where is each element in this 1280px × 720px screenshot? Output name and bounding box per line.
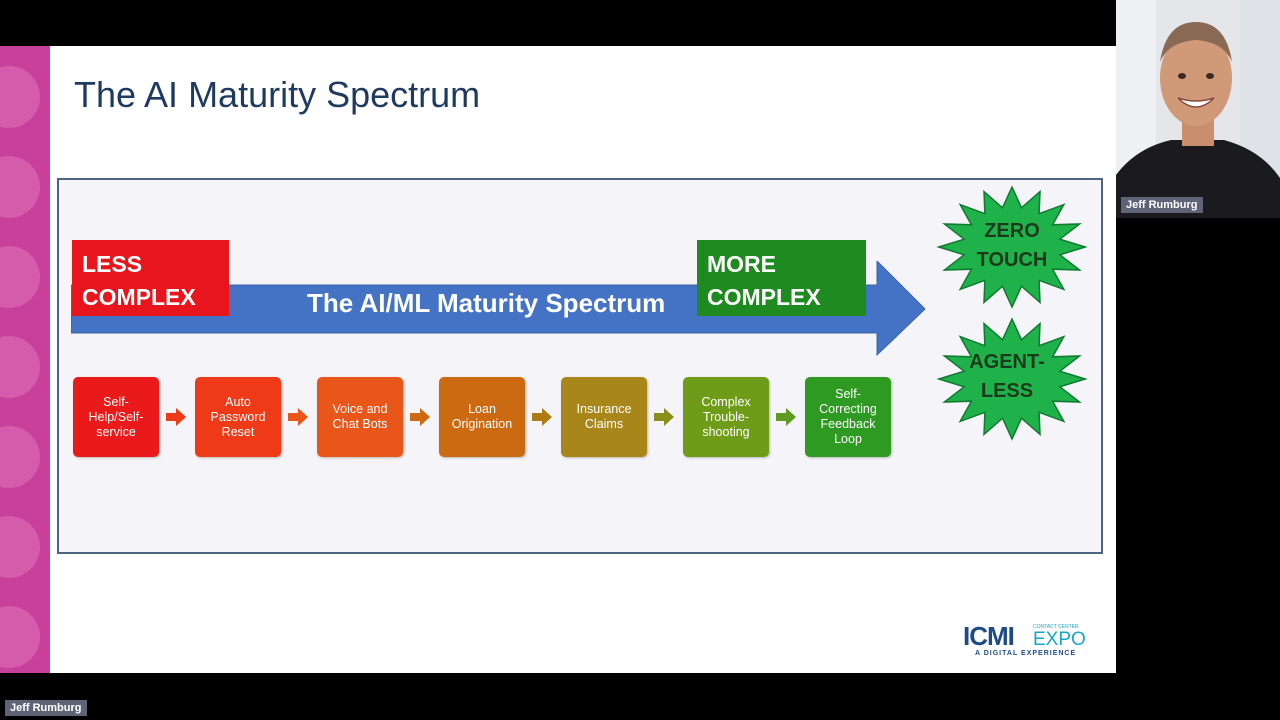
- less-complex-line1: LESS: [82, 251, 143, 277]
- zero-touch-line2: TOUCH: [976, 249, 1048, 271]
- chevron-arrow-icon: [410, 408, 430, 426]
- chevron-arrow-icon: [654, 408, 674, 426]
- slide-title: The AI Maturity Spectrum: [74, 74, 481, 115]
- stage-auto-password-reset: Auto Password Reset: [195, 377, 281, 457]
- logo-event-top: CONTACT CENTER: [1033, 624, 1079, 630]
- more-complex-line2: COMPLEX: [707, 284, 821, 310]
- pink-side-bar: [0, 46, 50, 673]
- less-complex-label: LESS COMPLEX: [72, 240, 229, 316]
- stage-insurance-claims: Insurance Claims: [561, 377, 647, 457]
- logo-brand: ICMI: [963, 621, 1015, 651]
- zero-touch-label: ZERO TOUCH: [962, 217, 1062, 275]
- chevron-arrow-icon: [532, 408, 552, 426]
- stage-loan-origination: Loan Origination: [439, 377, 525, 457]
- agent-less-line1: AGENT-: [969, 351, 1045, 373]
- webcam-name-tag: Jeff Rumburg: [1121, 197, 1203, 213]
- zero-touch-starburst-icon: [936, 185, 1088, 309]
- participant-avatar: [1116, 0, 1280, 218]
- logo-tagline: A DIGITAL EXPERIENCE: [975, 650, 1077, 657]
- agent-less-label: AGENT- LESS: [957, 348, 1057, 406]
- diagram-frame: [57, 178, 1103, 554]
- logo-event: EXPO: [1033, 629, 1086, 650]
- presenter-name-tag: Jeff Rumburg: [5, 700, 87, 716]
- more-complex-line1: MORE: [707, 251, 776, 277]
- chevron-arrow-icon: [776, 408, 796, 426]
- stage-self-help: Self-Help/Self-service: [73, 377, 159, 457]
- more-complex-label: MORE COMPLEX: [697, 240, 866, 316]
- agent-less-line2: LESS: [980, 380, 1034, 402]
- less-complex-line2: COMPLEX: [82, 284, 196, 310]
- zero-touch-line1: ZERO: [984, 220, 1040, 242]
- stage-self-correcting-loop: Self-Correcting Feedback Loop: [805, 377, 891, 457]
- agent-less-starburst-icon: [936, 317, 1088, 441]
- chevron-arrow-icon: [288, 408, 308, 426]
- icmi-expo-logo: ICMI CONTACT CENTER EXPO A DIGITAL EXPER…: [963, 621, 1093, 661]
- stage-complex-troubleshooting: Complex Trouble-shooting: [683, 377, 769, 457]
- presentation-slide: The AI Maturity Spectrum The AI/ML Matur…: [0, 46, 1116, 673]
- chevron-arrow-icon: [166, 408, 186, 426]
- maturity-arrow: [71, 261, 926, 357]
- participant-video[interactable]: [1116, 0, 1280, 218]
- stage-voice-chat-bots: Voice and Chat Bots: [317, 377, 403, 457]
- arrow-label: The AI/ML Maturity Spectrum: [307, 288, 666, 318]
